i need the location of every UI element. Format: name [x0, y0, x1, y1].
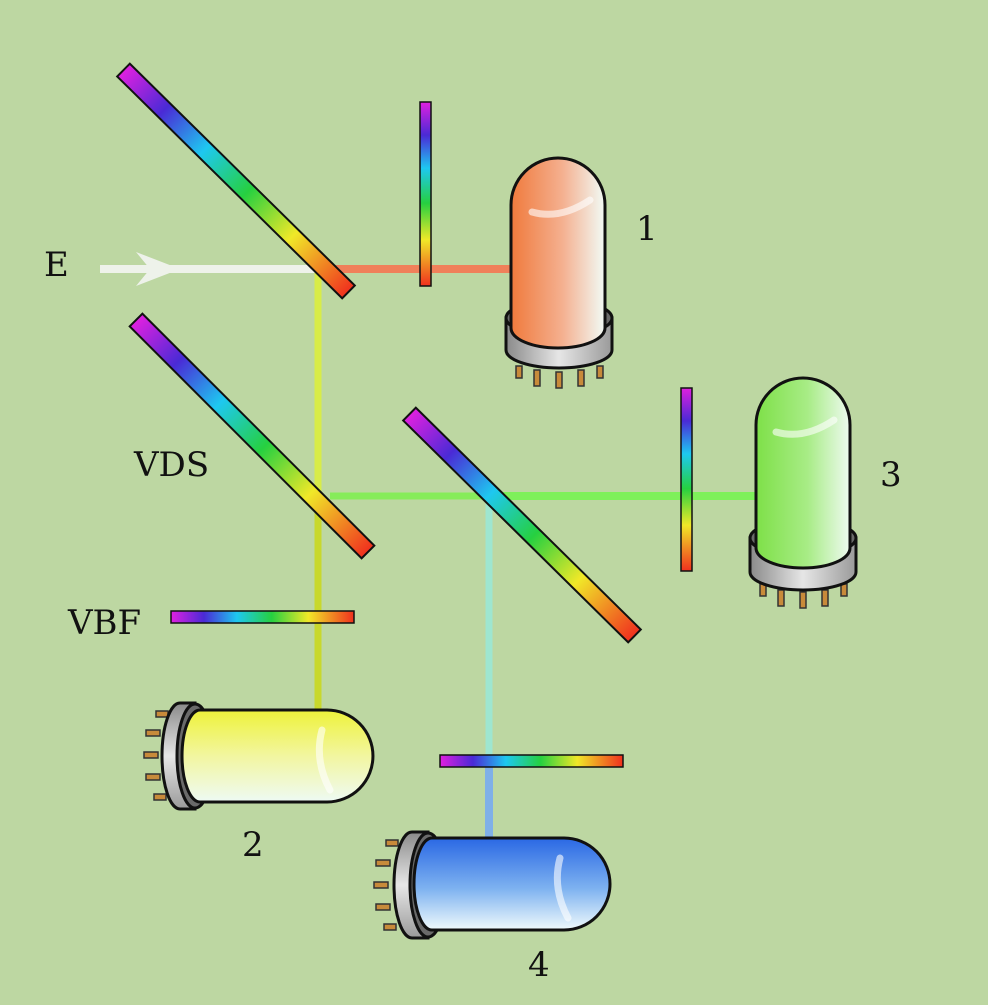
- detector-3-pins: [759, 583, 848, 609]
- filter-1: [419, 101, 432, 287]
- splitter-label: VDS: [134, 445, 210, 485]
- filter-label: VBF: [68, 603, 142, 643]
- beams: [100, 252, 758, 840]
- input-label: E: [44, 245, 69, 285]
- detector-1-label: 1: [636, 209, 658, 249]
- filter-4: [439, 754, 624, 768]
- detector-3-tube: [754, 376, 852, 570]
- detector-1-pins: [515, 365, 604, 389]
- filter-2: [170, 610, 355, 624]
- splitter-3: [401, 406, 643, 644]
- detector-2-tube: [180, 708, 375, 804]
- detector-2: [143, 701, 375, 811]
- detector-4: [373, 830, 612, 940]
- detector-4-tube: [412, 836, 612, 932]
- splitter-1: [115, 62, 357, 300]
- detector-3-label: 3: [880, 455, 902, 495]
- detector-4-label: 4: [528, 945, 550, 985]
- detector-2-pins: [143, 710, 169, 801]
- input-arrow-icon: [136, 252, 180, 286]
- splitters: [115, 62, 643, 644]
- splitter-2: [128, 312, 376, 560]
- filter-3: [680, 387, 693, 572]
- detector-1-tube: [509, 156, 607, 350]
- filters: [170, 101, 693, 768]
- detector-1: [504, 156, 614, 389]
- detector-3: [748, 376, 858, 609]
- detector-2-label: 2: [242, 825, 264, 865]
- detector-4-pins: [373, 839, 399, 931]
